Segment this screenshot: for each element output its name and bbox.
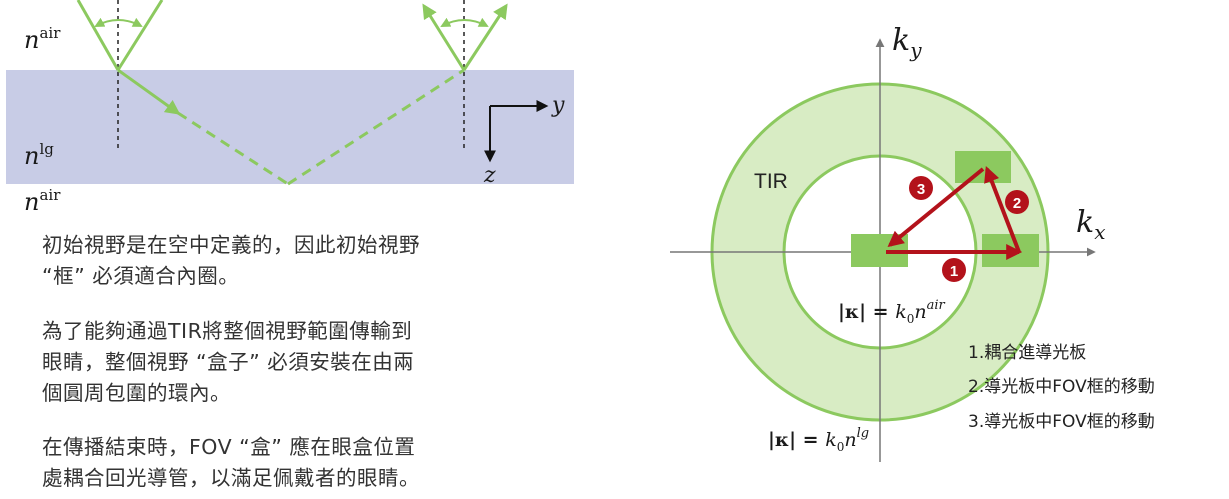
svg-text:1: 1 xyxy=(950,263,958,280)
paragraph-line: 眼睛，整個視野 “盒子” 必須安裝在由兩 xyxy=(42,350,415,374)
outgoing-ray-right-a xyxy=(422,3,466,71)
outgoing-ray-right-b xyxy=(462,3,508,71)
guided-ray-dashed-up xyxy=(287,68,465,186)
paragraph-tir-ring: 為了能夠通過TIR將整個視野範圍傳輸到 眼睛，整個視野 “盒子” 必須安裝在由兩… xyxy=(42,316,512,409)
n-air-bottom-label: nair xyxy=(24,186,61,216)
n-lg-label: nlg xyxy=(24,140,54,170)
step-badge-3: 3 xyxy=(909,176,933,200)
paragraph-line: 為了能夠通過TIR將整個視野範圍傳輸到 xyxy=(42,319,413,343)
tir-label: TIR xyxy=(754,170,788,193)
step-3-arrow xyxy=(887,167,985,248)
lightguide-diagram: y z nair nlg nair xyxy=(6,0,574,216)
svg-text:3: 3 xyxy=(917,181,925,198)
legend-item-1: 1.耦合進導光板 xyxy=(968,343,1087,363)
step-badge-2: 2 xyxy=(1005,190,1029,214)
step-badge-1: 1 xyxy=(942,258,966,282)
inner-circle-equation: |κ| = k0nair xyxy=(838,298,946,326)
k-space-diagram: kx ky TIR 1 2 3 |κ| = k0nair xyxy=(670,23,1105,462)
legend-item-2: 2.導光板中FOV框的移動 xyxy=(968,377,1155,397)
paragraph-line: “框” 必須適合內圈。 xyxy=(42,264,240,288)
paragraph-line: 處耦合回光導管，以滿足佩戴者的眼睛。 xyxy=(42,466,420,490)
y-axis-label: y xyxy=(551,93,565,118)
paragraph-line: 在傳播結束時，FOV “盒” 應在眼盒位置 xyxy=(42,435,416,459)
incident-ray-left-b xyxy=(116,0,164,71)
paragraph-line: 初始視野是在空中定義的，因此初始視野 xyxy=(42,233,420,257)
paragraph-line: 個圓周包圍的環內。 xyxy=(42,381,231,405)
outer-circle-equation: |κ| = k0nlg xyxy=(768,426,869,454)
incident-ray-left-a xyxy=(76,0,120,71)
n-air-top-label: nair xyxy=(24,24,61,54)
svg-text:2: 2 xyxy=(1013,195,1021,212)
angle-arc-right xyxy=(440,17,489,27)
step-2-arrow xyxy=(984,166,1021,253)
z-axis-label: z xyxy=(483,163,496,188)
kx-axis-label: kx xyxy=(1076,205,1105,244)
fov-box-top-right xyxy=(955,151,1011,183)
angle-arc-left xyxy=(94,17,143,27)
lightguide-slab xyxy=(6,70,574,184)
paragraph-initial-fov: 初始視野是在空中定義的，因此初始視野 “框” 必須適合內圈。 xyxy=(42,230,512,292)
paragraph-eyebox: 在傳播結束時，FOV “盒” 應在眼盒位置 處耦合回光導管，以滿足佩戴者的眼睛。 xyxy=(42,432,512,494)
guided-ray-solid xyxy=(117,68,181,115)
guided-ray-dashed-down xyxy=(177,111,289,186)
legend-item-3: 3.導光板中FOV框的移動 xyxy=(968,412,1155,432)
ky-axis-label: ky xyxy=(892,23,922,62)
